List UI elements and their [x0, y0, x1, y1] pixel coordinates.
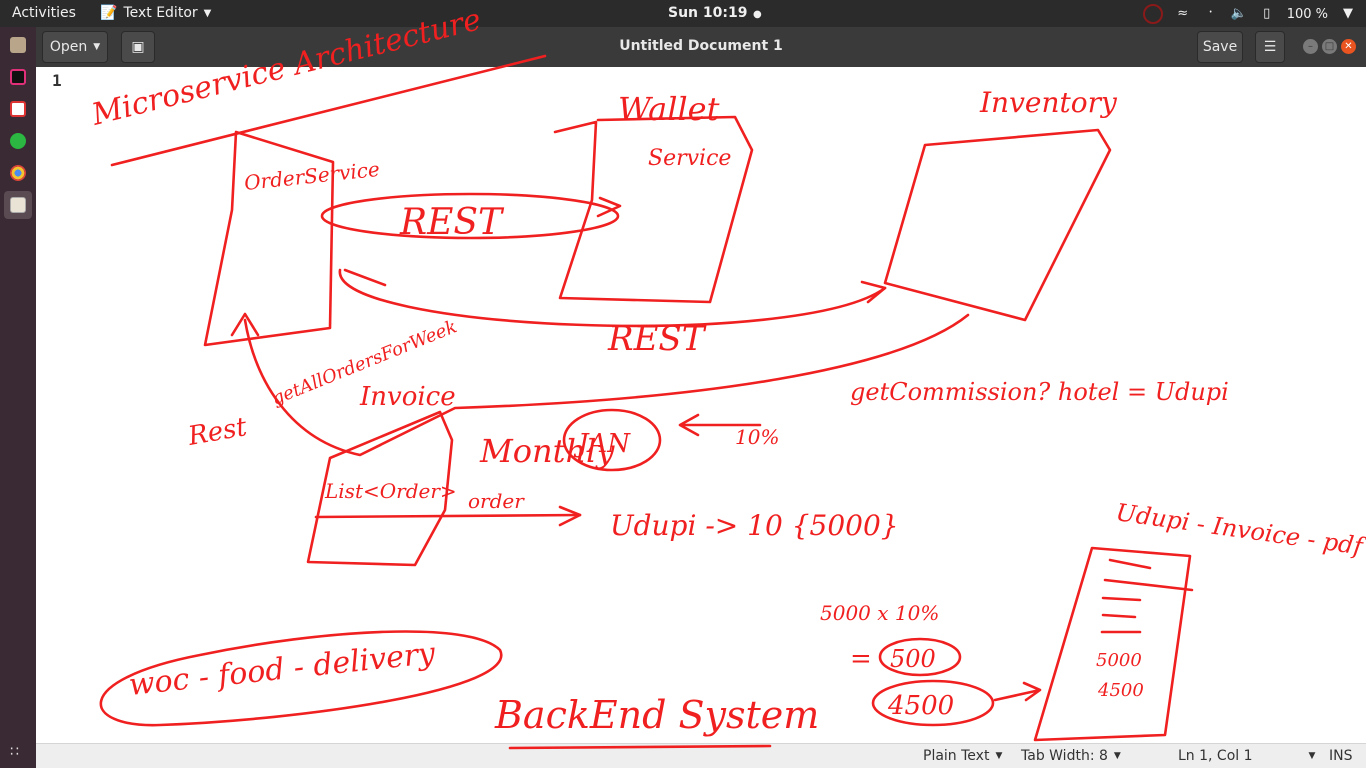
- text-editor-icon: [10, 197, 26, 213]
- save-button[interactable]: Save: [1197, 31, 1243, 63]
- show-apps-icon[interactable]: ∷: [10, 744, 19, 760]
- dock-text-editor[interactable]: [4, 191, 32, 219]
- volume-icon[interactable]: 🔈: [1230, 6, 1247, 21]
- document-title: Untitled Document 1: [619, 38, 783, 54]
- language-label: Plain Text: [923, 748, 990, 764]
- tab-width-label: Tab Width: 8: [1021, 748, 1108, 764]
- power-menu-icon[interactable]: ▼: [1343, 6, 1353, 21]
- dock-chrome[interactable]: [4, 159, 32, 187]
- hamburger-menu-button[interactable]: ☰: [1255, 31, 1285, 63]
- cursor-position[interactable]: Ln 1, Col 1 ▼: [1178, 748, 1315, 764]
- language-selector[interactable]: Plain Text ▼: [923, 748, 1002, 764]
- header-bar: Open ▼ ▣ Untitled Document 1 Save ☰ – □ …: [36, 27, 1366, 67]
- system-tray[interactable]: ≈ ᛫ 🔈 ▯ 100 % ▼: [1142, 4, 1356, 24]
- app-menu-label: Text Editor: [123, 5, 198, 21]
- clock[interactable]: Sun 10:19 ●: [668, 5, 762, 21]
- dock-pdf[interactable]: [4, 95, 32, 123]
- tray-app-icon[interactable]: [1142, 4, 1163, 24]
- chevron-down-icon: ▼: [93, 42, 101, 52]
- battery-icon[interactable]: ▯: [1263, 6, 1271, 21]
- tab-width-selector[interactable]: Tab Width: 8 ▼: [1021, 748, 1121, 764]
- intellij-icon: [10, 69, 26, 85]
- open-label: Open: [49, 39, 88, 55]
- close-button[interactable]: ✕: [1341, 39, 1356, 54]
- activities-button[interactable]: Activities: [12, 5, 76, 21]
- text-area[interactable]: 1: [36, 67, 1366, 743]
- cursor-position-label: Ln 1, Col 1: [1178, 748, 1253, 764]
- files-icon: [10, 37, 26, 53]
- whatsapp-icon: [10, 133, 26, 149]
- app-menu[interactable]: 📝 Text Editor ▼: [100, 5, 211, 21]
- status-bar: Plain Text ▼ Tab Width: 8 ▼ Ln 1, Col 1 …: [36, 743, 1366, 768]
- hamburger-icon: ☰: [1263, 39, 1277, 55]
- chevron-down-icon: ▼: [995, 751, 1003, 761]
- battery-percent: 100 %: [1286, 6, 1328, 22]
- new-document-icon: ▣: [131, 39, 145, 55]
- dock-files[interactable]: [4, 31, 32, 59]
- dock-whatsapp[interactable]: [4, 127, 32, 155]
- chevron-down-icon: ▼: [1308, 751, 1316, 761]
- pdf-icon: [10, 101, 26, 117]
- line-number: 1: [52, 71, 62, 90]
- minimize-button[interactable]: –: [1303, 39, 1318, 54]
- notification-dot-icon: ●: [749, 9, 762, 20]
- chrome-icon: [10, 165, 26, 181]
- chevron-down-icon: ▼: [1113, 751, 1121, 761]
- new-document-button[interactable]: ▣: [121, 31, 155, 63]
- insert-mode[interactable]: INS: [1329, 748, 1353, 764]
- bluetooth-icon[interactable]: ᛫: [1206, 6, 1215, 21]
- dock-intellij[interactable]: [4, 63, 32, 91]
- dock: ∷: [0, 27, 36, 768]
- maximize-button[interactable]: □: [1322, 39, 1337, 54]
- clock-label: Sun 10:19: [668, 5, 748, 21]
- chevron-down-icon: ▼: [203, 7, 212, 19]
- open-button[interactable]: Open ▼: [42, 31, 108, 63]
- text-editor-icon: 📝: [100, 5, 118, 21]
- wifi-icon[interactable]: ≈: [1177, 6, 1189, 21]
- top-bar: Activities 📝 Text Editor ▼ Sun 10:19 ● ≈…: [0, 0, 1366, 27]
